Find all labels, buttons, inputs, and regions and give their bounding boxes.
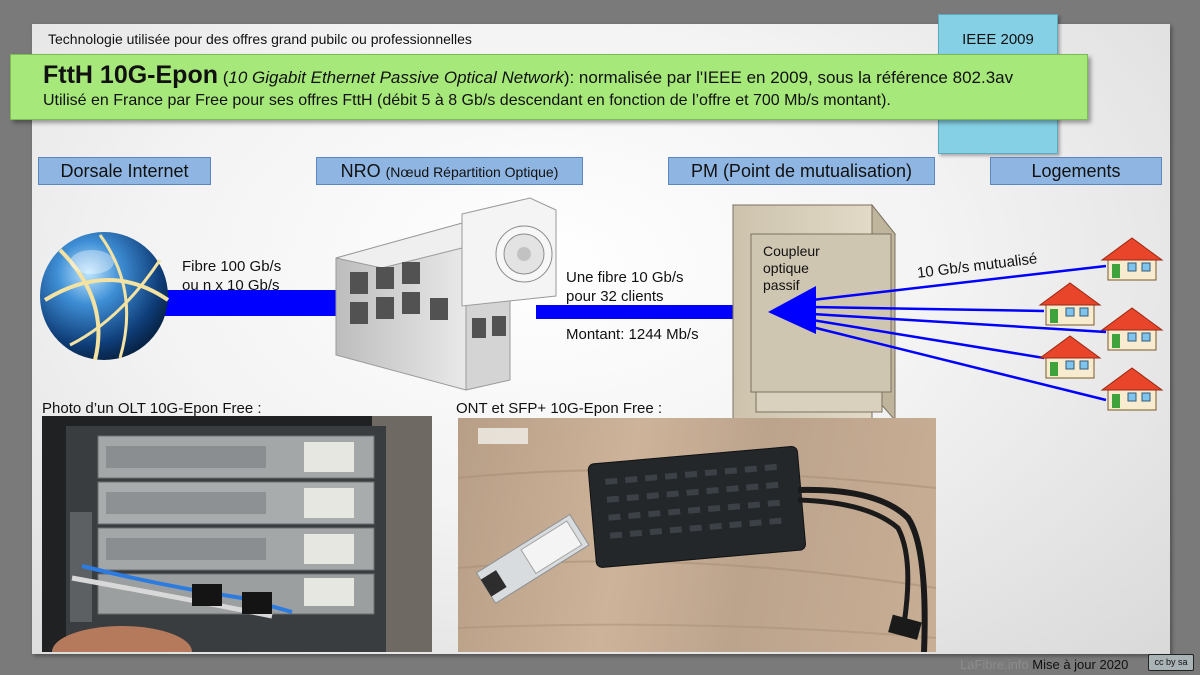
house-icon: [1038, 335, 1102, 379]
title-banner: FttH 10G-Epon (10 Gigabit Ethernet Passi…: [10, 54, 1088, 120]
drop-fiber-5: [811, 325, 1107, 402]
footer-brand: LaFibre.info: [960, 657, 1029, 672]
header-nro-detail: (Nœud Répartition Optique): [385, 164, 559, 180]
drop-fiber-2: [811, 305, 1045, 313]
drop-fiber-3: [811, 312, 1107, 334]
drop-fiber-4: [811, 318, 1045, 360]
header-nro-label: NRO: [340, 161, 381, 181]
banner-title: FttH 10G-Epon: [43, 61, 218, 89]
banner-line-1: FttH 10G-Epon (10 Gigabit Ethernet Passi…: [43, 61, 1013, 90]
ieee-tab-label: IEEE 2009: [962, 31, 1034, 48]
pon-label-1: Une fibre 10 Gb/s: [566, 269, 684, 286]
footer-update: Mise à jour 2020: [1028, 657, 1129, 672]
top-note: Technologie utilisée pour des offres gra…: [48, 31, 472, 47]
banner-title-expansion: 10 Gigabit Ethernet Passive Optical Netw…: [228, 68, 564, 87]
house-icon: [1100, 237, 1164, 281]
banner-paren-open: (: [218, 68, 229, 87]
pon-label-2: pour 32 clients: [566, 288, 664, 305]
header-backbone: Dorsale Internet: [38, 157, 211, 185]
splitter-label: Coupleur optique passif: [763, 243, 820, 294]
house-icon: [1100, 367, 1164, 411]
header-nro: NRO (Nœud Répartition Optique): [316, 157, 583, 185]
ont-photo: [458, 418, 936, 652]
pon-fiber: [536, 305, 784, 319]
olt-photo: [42, 416, 432, 652]
splitter-icon: [768, 286, 816, 334]
ont-photo-caption: ONT et SFP+ 10G-Epon Free :: [456, 400, 663, 417]
backbone-label-2: ou n x 10 Gb/s: [182, 277, 280, 294]
backbone-label-1: Fibre 100 Gb/s: [182, 258, 282, 275]
house-icon: [1038, 282, 1102, 326]
upstream-label: Montant: 1244 Mb/s: [566, 326, 699, 343]
splitter-label-1: Coupleur: [763, 243, 820, 259]
backbone-fiber: [150, 290, 350, 316]
drop-fiber-1: [811, 264, 1107, 302]
splitter-label-3: passif: [763, 277, 800, 293]
splitter-label-2: optique: [763, 260, 809, 276]
nro-building-icon: [335, 197, 557, 391]
banner-line-2: Utilisé en France par Free pour ses offr…: [43, 92, 891, 109]
banner-title-rest: ): normalisée par l'IEEE en 2009, sous l…: [563, 68, 1014, 87]
cc-license-icon: cc by sa: [1148, 654, 1194, 671]
header-pm: PM (Point de mutualisation): [668, 157, 935, 185]
footer-credit: LaFibre.info Mise à jour 2020: [960, 657, 1128, 672]
olt-photo-graphic: [42, 416, 432, 652]
internet-globe-icon: [40, 232, 170, 361]
ont-photo-graphic: [458, 428, 936, 652]
house-icon: [1100, 307, 1164, 351]
drop-fibers: [811, 264, 1107, 402]
header-homes: Logements: [990, 157, 1162, 185]
olt-photo-caption: Photo d’un OLT 10G-Epon Free :: [42, 400, 262, 417]
